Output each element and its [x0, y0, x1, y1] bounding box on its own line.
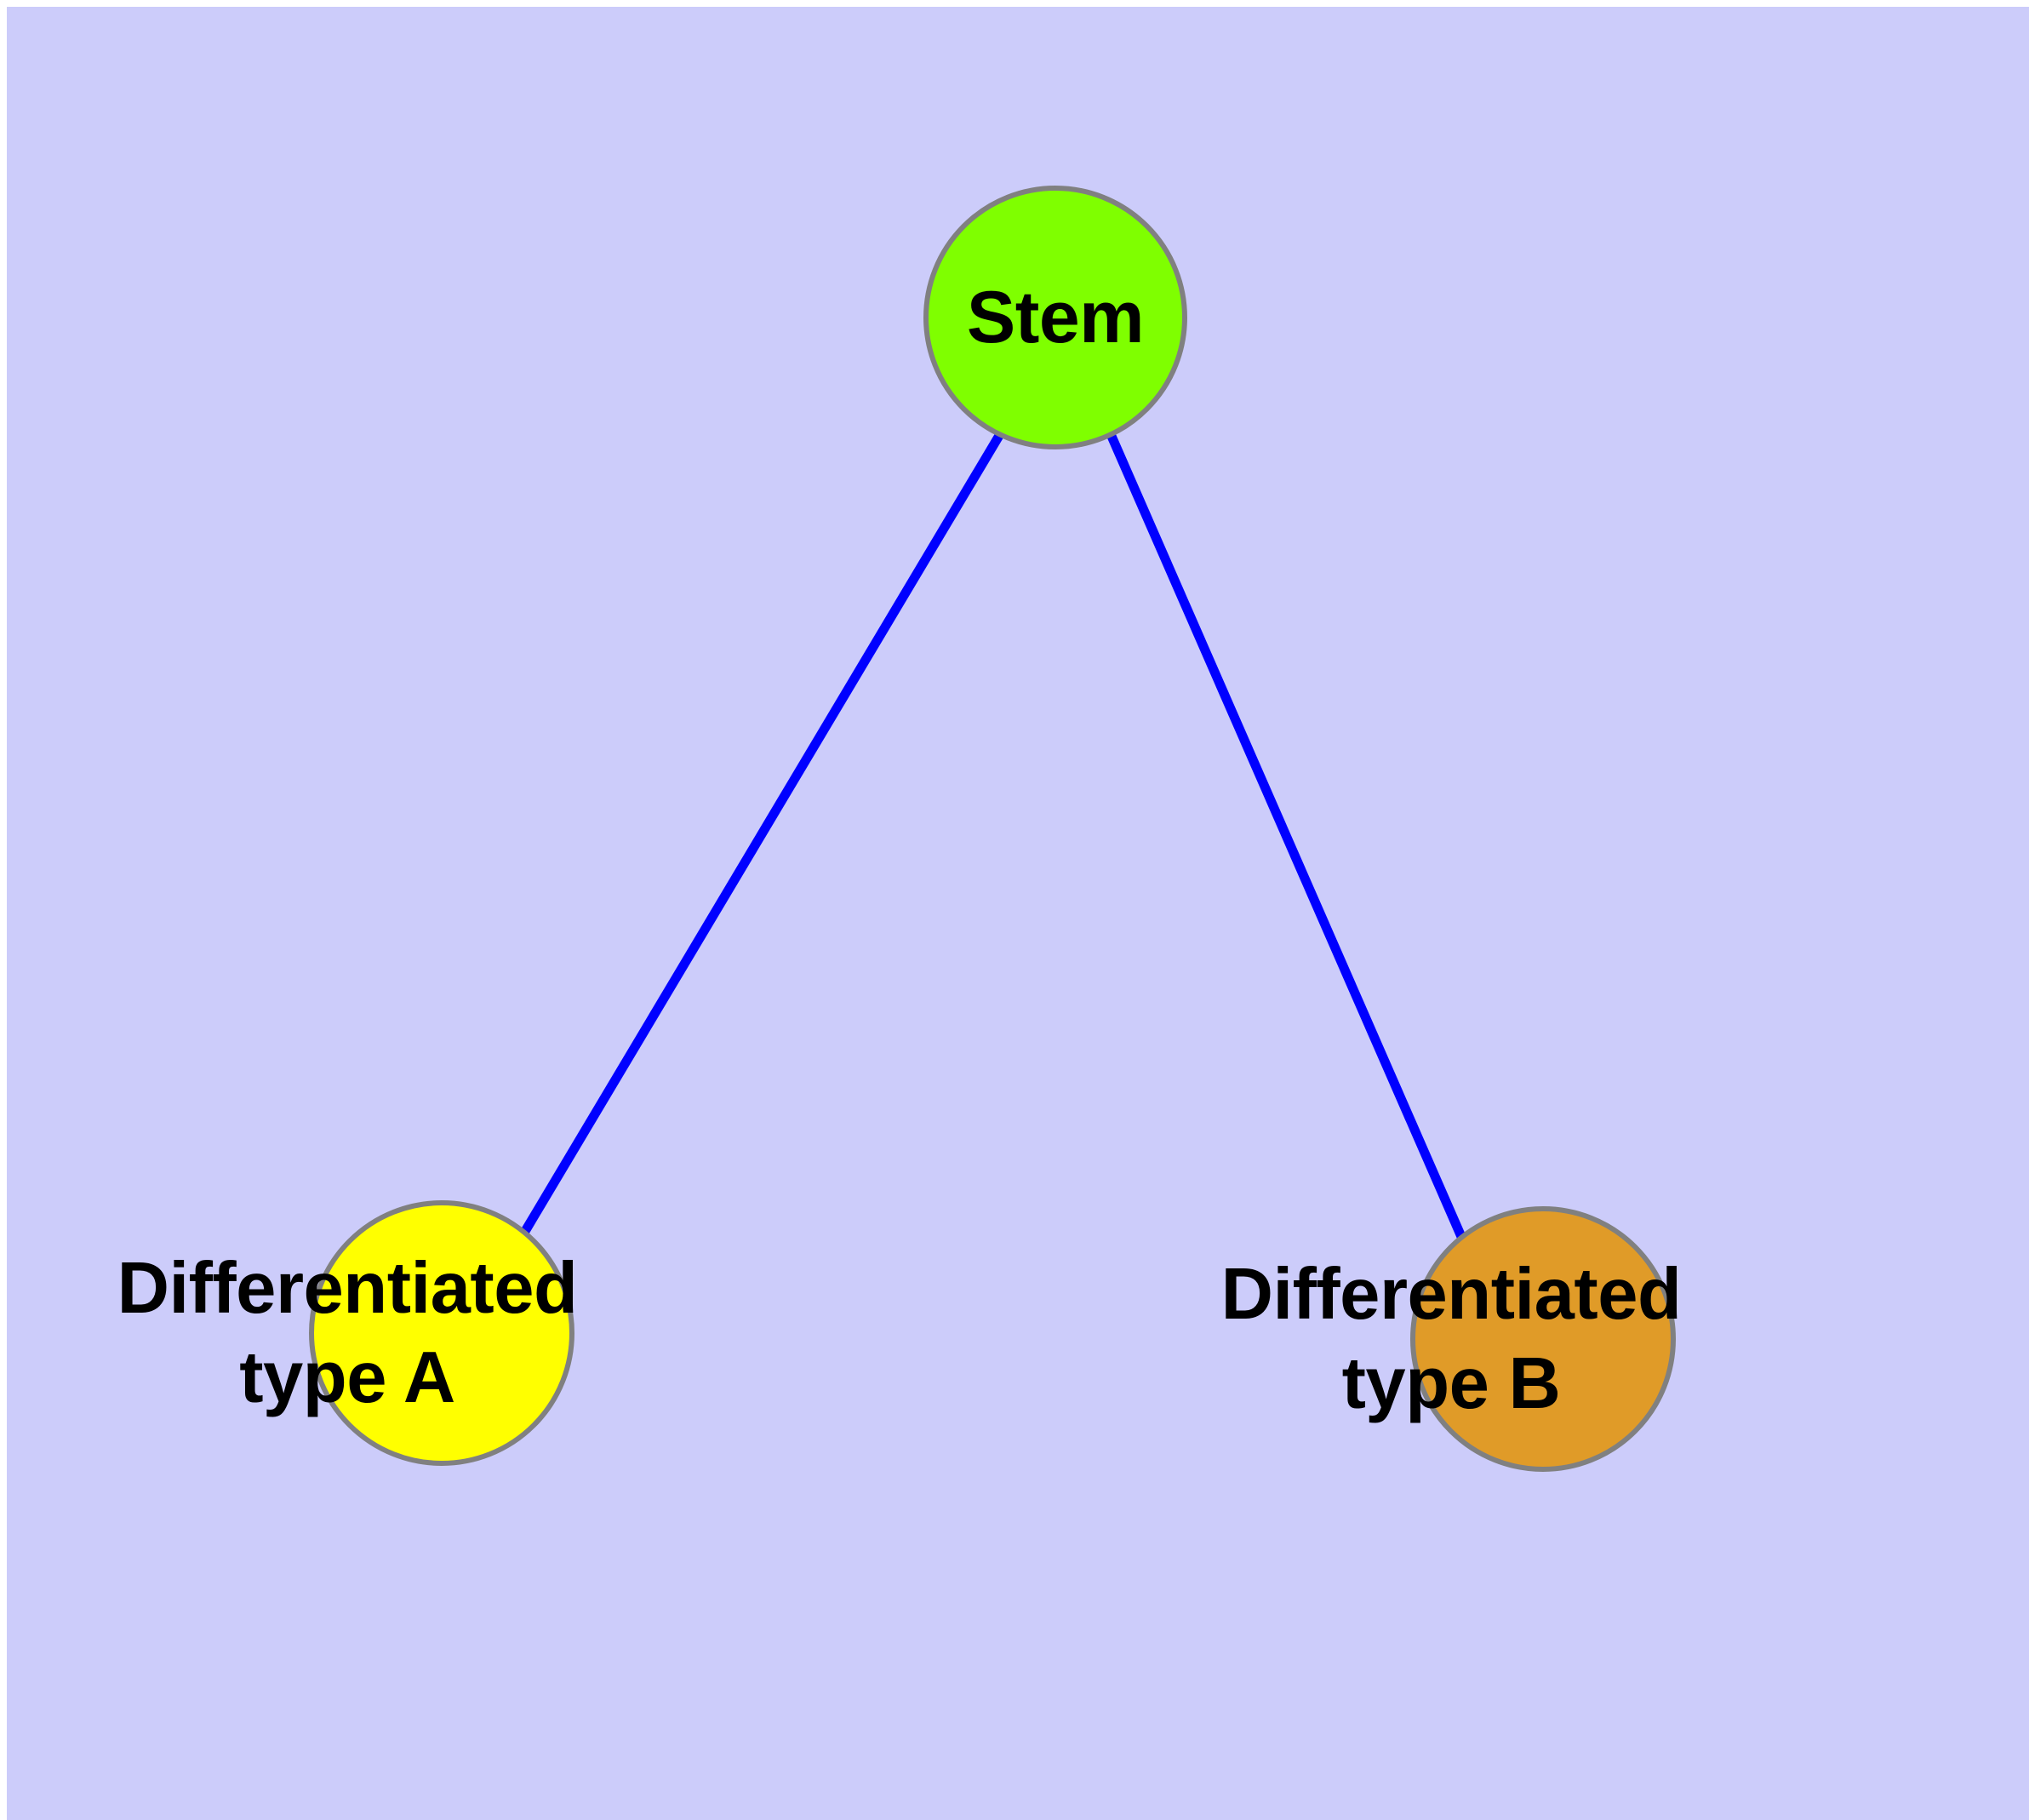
- node-layer: [309, 186, 1676, 1472]
- edge-stem-to-diff-b[interactable]: [1106, 432, 1467, 1241]
- edge-stem-to-diff-a[interactable]: [520, 432, 1004, 1235]
- node-circle-diff-b[interactable]: [1410, 1206, 1676, 1472]
- node-circle-diff-a[interactable]: [309, 1200, 574, 1466]
- node-circle-stem[interactable]: [923, 186, 1187, 449]
- edge-layer: [520, 432, 1467, 1241]
